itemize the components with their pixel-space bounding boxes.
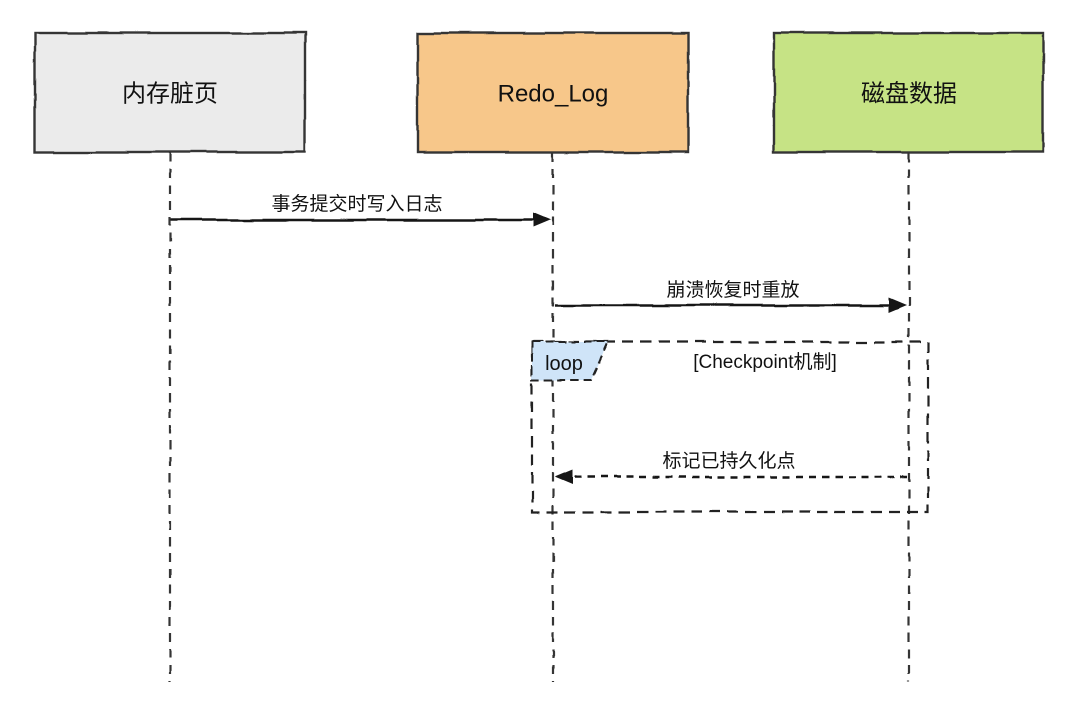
diagram-text-layer: 内存脏页 Redo_Log 磁盘数据 事务提交时写入日志 崩溃恢复时重放 标记已… — [122, 81, 957, 473]
participant-label-disk-data: 磁盘数据 — [861, 81, 957, 108]
loop-condition-label: [Checkpoint机制] — [693, 351, 837, 373]
participant-box-memory-dirty-pages — [33, 31, 307, 154]
loop-operator-label: loop — [545, 353, 583, 375]
loop-fragment-border — [530, 340, 930, 514]
loop-operator-tab — [531, 341, 610, 381]
participant-box-disk-data — [772, 31, 1045, 154]
participant-box-redo-log — [416, 31, 690, 154]
diagram-shapes-layer — [33, 31, 1045, 682]
participant-label-memory-dirty-pages: 内存脏页 — [122, 81, 218, 108]
message-label-mark-checkpoint: 标记已持久化点 — [662, 450, 795, 472]
message-label-replay: 崩溃恢复时重放 — [666, 279, 799, 301]
arrowhead-right-icon — [888, 297, 906, 313]
message-label-write-log: 事务提交时写入日志 — [271, 193, 442, 215]
participant-label-redo-log: Redo_Log — [498, 81, 609, 108]
arrowhead-right-icon — [533, 212, 551, 228]
arrowhead-left-icon — [555, 469, 573, 485]
